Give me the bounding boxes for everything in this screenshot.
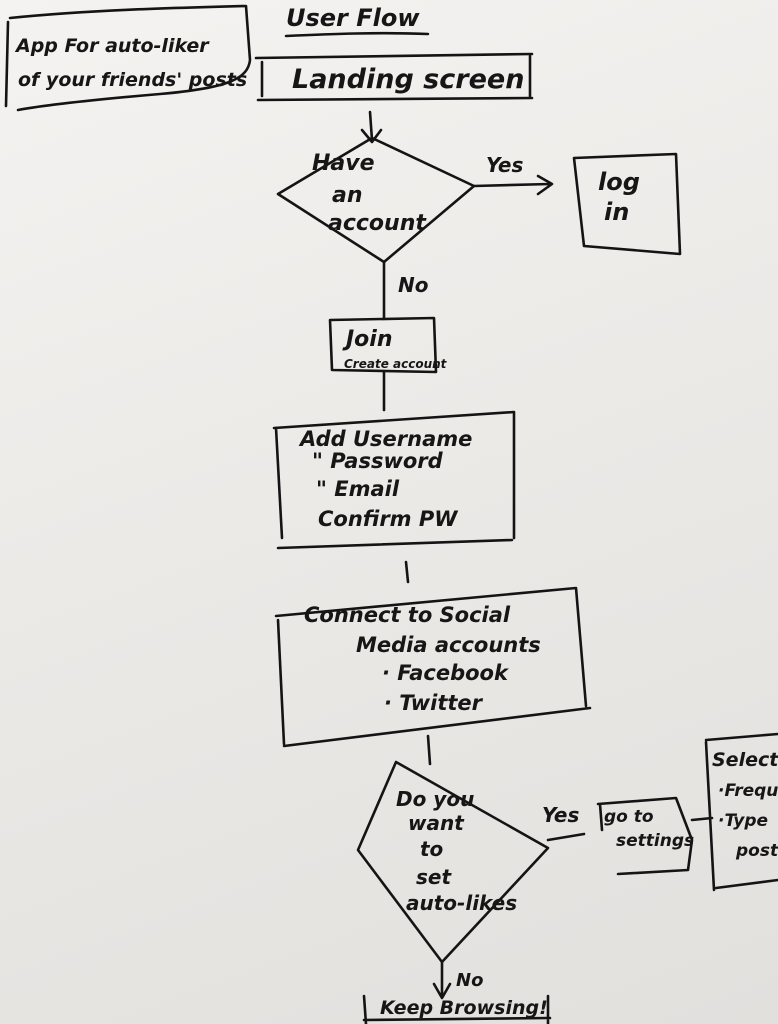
autolikes-decision: Do you want to set auto-likes: [356, 760, 550, 964]
yes-connector-2: [546, 832, 586, 842]
yes-label-2: Yes: [542, 803, 579, 827]
select-line-4: posts: [735, 841, 778, 861]
landing-screen-label: Landing screen: [292, 64, 524, 95]
autolike-line-3: to: [420, 837, 444, 861]
connector-4: [426, 734, 432, 766]
connect-line-2: Media accounts: [356, 633, 541, 657]
no-label-1: No: [398, 273, 429, 297]
add-line-2: " Password: [312, 449, 444, 473]
autolike-line-4: set: [416, 865, 452, 889]
autolike-line-1: Do you: [396, 787, 474, 811]
select-line-1: Select: [712, 749, 778, 771]
arrow-to-decision: [360, 110, 383, 144]
note-line-1: App For auto-liker: [14, 35, 210, 57]
login-line-1: log: [598, 168, 640, 196]
add-line-3: " Email: [316, 477, 400, 501]
decision-line-3: account: [328, 211, 427, 236]
add-line-4: Confirm PW: [318, 507, 458, 531]
select-line-2: ·Frequ: [718, 781, 778, 801]
select-options-node: Select ·Frequ ·Type posts: [704, 732, 778, 892]
no-label-2: No: [456, 970, 483, 991]
connector-3: [404, 560, 410, 584]
connect-line-4: · Twitter: [384, 691, 484, 715]
login-node: log in: [572, 152, 682, 256]
join-node: Join Create account: [328, 316, 448, 374]
connect-social-node: Connect to Social Media accounts · Faceb…: [274, 586, 592, 748]
keep-browsing-node: Keep Browsing!: [362, 994, 552, 1024]
page-title: User Flow: [286, 4, 420, 32]
decision-line-2: an: [332, 183, 363, 208]
autolike-line-2: want: [408, 811, 465, 835]
landing-screen-node: Landing screen: [254, 52, 534, 102]
app-description-note: App For auto-liker of your friends' post…: [4, 4, 252, 112]
connector-settings-select: [690, 816, 714, 822]
no-arrow-2: [432, 960, 452, 1000]
add-fields-node: Add Username " Password " Email Confirm …: [272, 410, 516, 550]
autolike-line-5: auto-likes: [406, 891, 517, 915]
join-label: Join: [342, 327, 393, 352]
add-line-1: Add Username: [298, 427, 472, 451]
join-sublabel: Create account: [344, 357, 448, 371]
settings-line-1: go to: [604, 807, 654, 827]
yes-arrow-login: [472, 174, 554, 196]
connect-line-3: · Facebook: [382, 661, 510, 685]
diagram-title: User Flow: [284, 4, 430, 38]
have-account-decision: Have an account: [276, 136, 476, 264]
connect-line-1: Connect to Social: [304, 603, 511, 627]
login-line-2: in: [604, 198, 629, 226]
decision-line-1: Have: [312, 151, 375, 176]
yes-label-1: Yes: [486, 153, 523, 177]
keep-browsing-label: Keep Browsing!: [380, 997, 548, 1019]
settings-line-2: settings: [616, 831, 694, 851]
select-line-3: ·Type: [718, 811, 768, 831]
settings-node: go to settings: [596, 796, 694, 876]
note-line-2: of your friends' posts: [18, 69, 247, 91]
